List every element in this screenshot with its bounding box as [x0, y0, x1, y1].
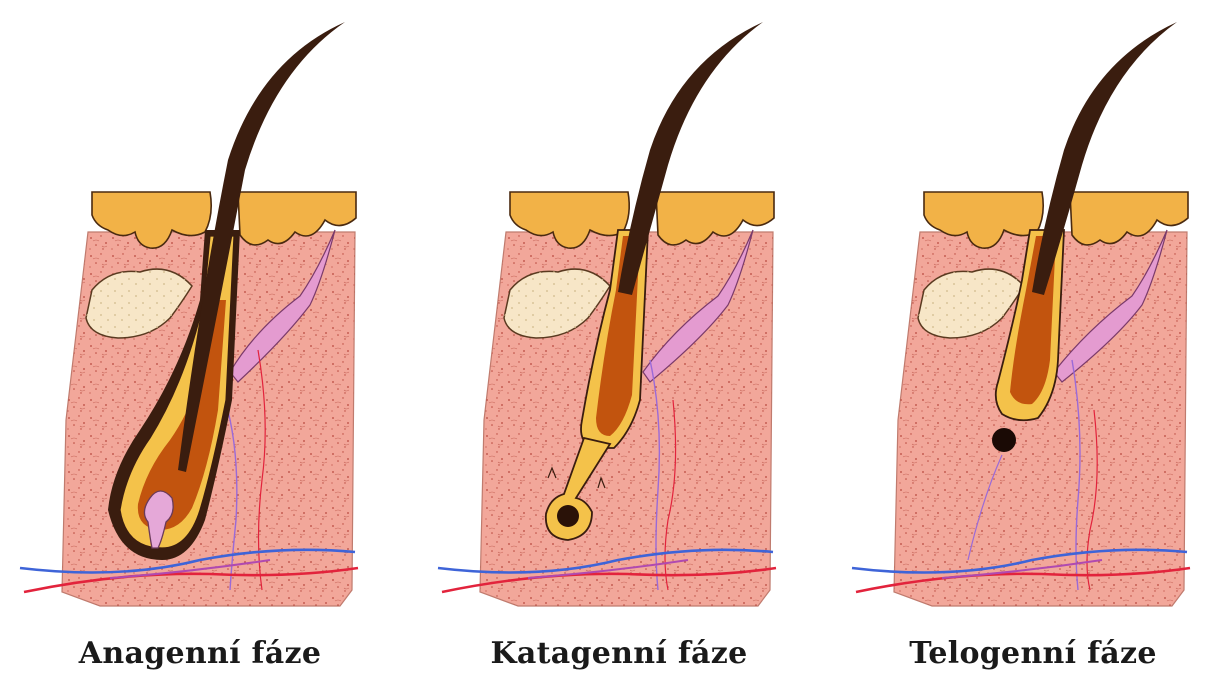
- anagen-panel: [20, 22, 358, 606]
- phase-caption-telogen: Telogenní fáze: [833, 636, 1205, 671]
- dermal-papilla: [557, 505, 579, 527]
- phase-caption-catagen: Katagenní fáze: [419, 636, 819, 671]
- telogen-panel: [852, 22, 1190, 606]
- phase-caption-anagen: Anagenní fáze: [0, 636, 400, 671]
- catagen-panel: [438, 22, 776, 606]
- dermal-papilla: [992, 428, 1016, 452]
